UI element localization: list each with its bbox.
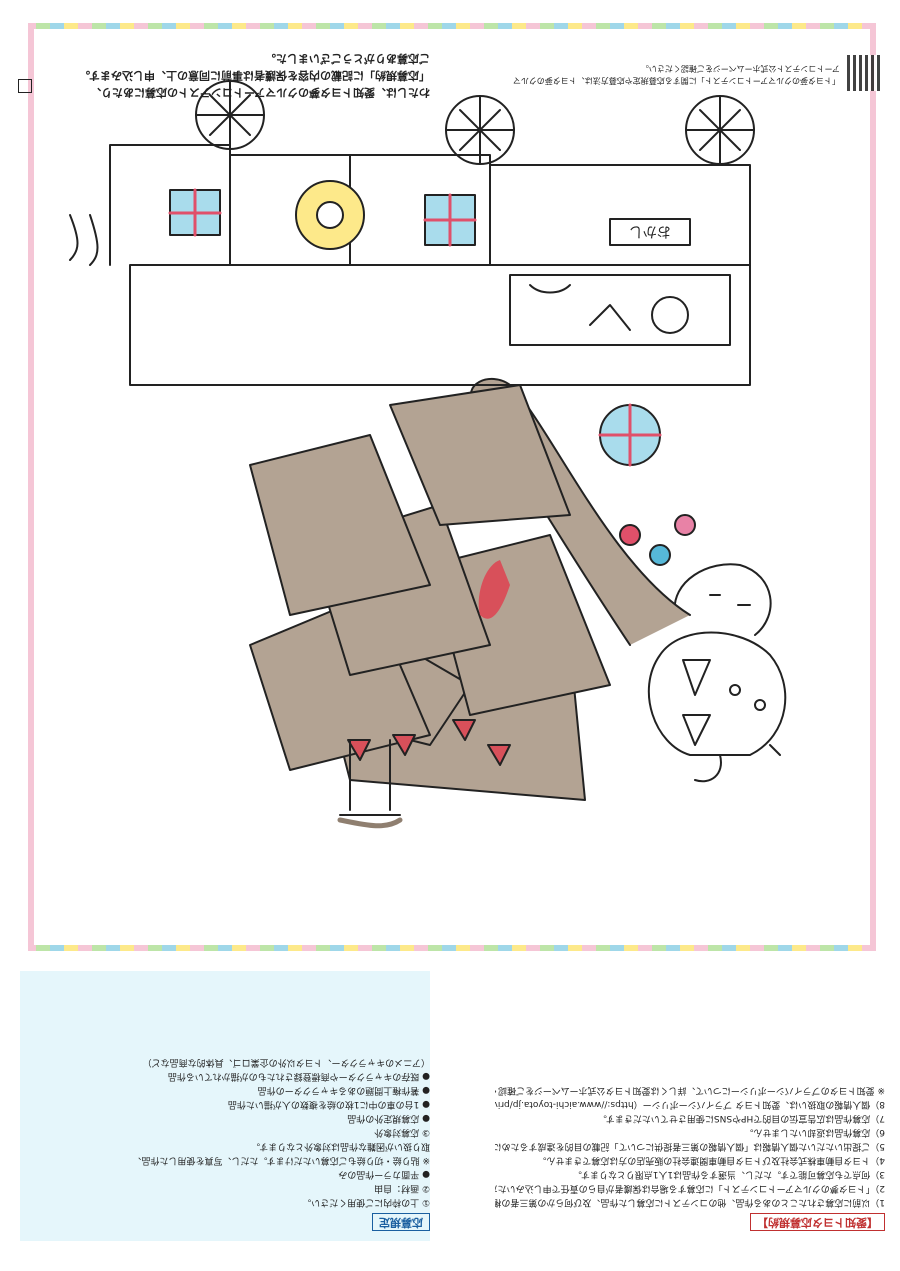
child-drawing: おかし bbox=[69, 80, 787, 829]
wheel-icon bbox=[445, 95, 515, 165]
wheel-icon bbox=[195, 80, 265, 150]
entry-rule-item: ● 応募規定外の作品 bbox=[347, 1113, 430, 1123]
aichi-rules-heading: 【愛知トヨタ応募規約】 bbox=[750, 1213, 885, 1231]
entry-rules: 応募規定 ① 上の枠内にご使用ください。 ② 画材：自由 ● 平面カラー作品のみ ※ … bbox=[40, 1055, 430, 1231]
donut-icon bbox=[295, 180, 365, 250]
drawing-frame: おかし bbox=[28, 23, 876, 951]
square-gift-icon bbox=[168, 188, 222, 237]
sign-box bbox=[609, 218, 691, 246]
entry-rule-item: ③ 応募対象外 bbox=[374, 1127, 430, 1137]
square-gift-icon bbox=[423, 193, 477, 247]
aichi-rule-item: 2）「トヨタ夢のクルマアートコンテスト」に応募する場合は保護者が自らの責任で申し… bbox=[495, 1183, 885, 1193]
entry-rule-item: ● 平面カラー作品のみ bbox=[338, 1169, 430, 1179]
entry-rule-item: ● 既存のキャラクターや商標登録されたものが描かれている作品 bbox=[167, 1071, 430, 1081]
ice-cream-character bbox=[647, 563, 787, 783]
consent-statement: わたしは、愛知トヨタ夢のクルマアートコンテストの応募にあたり、 「応募規約」に記… bbox=[30, 50, 430, 101]
entry-rules-heading: 応募規定 bbox=[372, 1213, 430, 1231]
strawberries bbox=[347, 719, 511, 766]
wheel-icon bbox=[685, 95, 755, 165]
entry-rule-item: ② 画材：自由 bbox=[374, 1183, 430, 1193]
aichi-rule-item: 5）ご提出いただいた個人情報は「個人情報の第三者提供について」記載の目的を達成す… bbox=[495, 1141, 885, 1151]
aichi-rule-item: 3）何点でも応募可能です。ただし、当選する作品は1人1点限りとなります。 bbox=[572, 1169, 885, 1179]
aichi-rule-item: 7）応募作品は広告宣伝の目的でHPやSNSに使用させていただきます。 bbox=[597, 1113, 885, 1123]
cone-icon bbox=[682, 659, 711, 746]
consent-line-3: ご応募ありがとうございました。 bbox=[265, 52, 430, 65]
entry-rules-list: ① 上の枠内にご使用ください。 ② 画材：自由 ● 平面カラー作品のみ ※ 貼り絵・切… bbox=[40, 1055, 430, 1209]
aichi-rules-list: 1）以前に応募されたことのある作品、他のコンテストに応募した作品、及び何らかの第… bbox=[495, 1083, 885, 1209]
qr-code-icon bbox=[844, 55, 880, 91]
entry-rule-item: ① 上の枠内にご使用ください。 bbox=[302, 1197, 430, 1207]
round-gift-icon bbox=[598, 403, 662, 467]
aichi-rule-item: 4）トヨタ自動車株式会社及びトヨタ自動車関連会社の販売店の方は応募できません。 bbox=[537, 1155, 885, 1165]
red-ball bbox=[619, 524, 641, 546]
entry-rule-item: （アニメのキャラクター、トヨタ以外の企業ロゴ、具体的な商品など） bbox=[142, 1057, 430, 1067]
cab-window bbox=[509, 274, 731, 346]
truck bbox=[109, 80, 755, 386]
consent-line-1: わたしは、愛知トヨタ夢のクルマアートコンテストの応募にあたり、 bbox=[90, 86, 430, 99]
pink-ball bbox=[674, 514, 696, 536]
aichi-rule-item: 6）応募作品は返却いたしません。 bbox=[744, 1127, 885, 1137]
entry-rule-item: ※ 貼り絵・切り絵もご応募いただけます。ただし、写真を使用した作品、 bbox=[132, 1155, 430, 1165]
cake-stack bbox=[249, 384, 611, 801]
contact-note: 「トヨタ夢のクルマアートコンテスト」に関する応募規定や応募方法は、トヨタ夢のクル… bbox=[512, 64, 840, 85]
consent-checkbox[interactable] bbox=[18, 79, 32, 93]
aichi-rule-item: 1）以前に応募されたことのある作品、他のコンテストに応募した作品、及び何らかの第… bbox=[495, 1197, 885, 1207]
entry-rule-item: 取り扱いが困難な作品は対象外となります。 bbox=[251, 1141, 430, 1151]
aichi-rule-item: ※ 愛知トヨタのプライバシーポリシーについて、詳しくは愛知トヨタ公式ホームページ… bbox=[495, 1085, 885, 1095]
aichi-rule-item: 8）個人情報の取扱いは、愛知トヨタ プライバシーポリシー（https://www… bbox=[495, 1099, 885, 1109]
entry-rule-item: ● 1台の車の中に1枚の絵を複数の人が描いた作品 bbox=[227, 1099, 430, 1109]
truck-sign-text: おかし bbox=[629, 223, 671, 239]
entry-rule-item: ● 著作権上問題のあるキャラクターの作品 bbox=[257, 1085, 430, 1095]
character-face bbox=[651, 296, 689, 334]
blue-ball bbox=[649, 544, 671, 566]
consent-line-2: 「応募規約」に記載の内容を保護者は事前に同意の上、申し込みます。 bbox=[79, 69, 430, 82]
aichi-toyota-rules: 【愛知トヨタ応募規約】 1）以前に応募されたことのある作品、他のコンテストに応募… bbox=[495, 1083, 885, 1231]
